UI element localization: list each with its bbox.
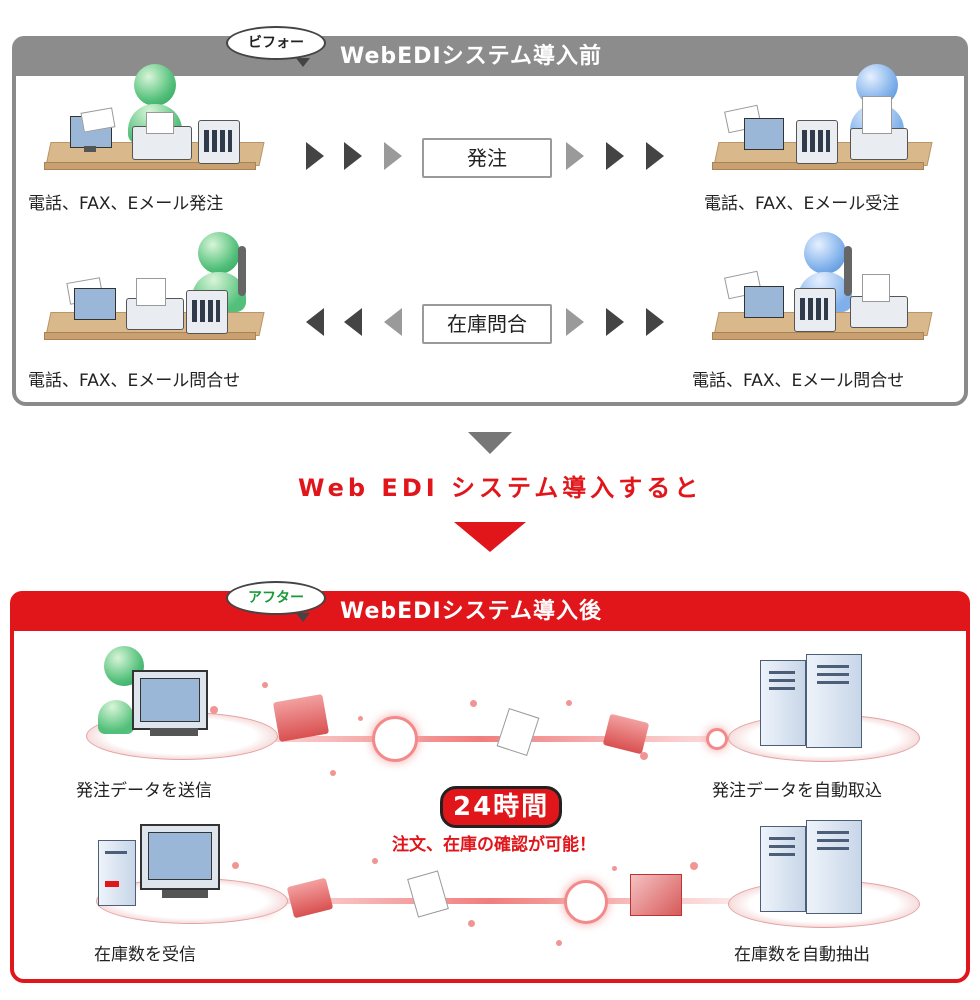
monitor-icon	[744, 118, 784, 150]
arrow-right-icon	[306, 142, 324, 170]
flow-node	[564, 880, 608, 924]
handset-icon	[238, 246, 246, 296]
availability-note: 注文、在庫の確認が可能！	[392, 835, 596, 855]
arrow-right-icon	[646, 308, 664, 336]
down-arrow-grey-icon	[468, 432, 512, 454]
folder-icon	[272, 693, 330, 743]
flow-node	[706, 728, 728, 750]
monitor-icon	[744, 286, 784, 318]
arrow-left-icon	[384, 308, 402, 336]
desk-illustration-top-right	[712, 62, 936, 182]
down-arrow-red-icon	[454, 522, 526, 552]
monitor-icon	[140, 824, 220, 890]
server-icon	[760, 826, 806, 912]
transition-title: Web EDI システム導入すると	[298, 474, 703, 502]
flow-line-bottom	[240, 898, 740, 904]
arrow-left-icon	[306, 308, 324, 336]
arrow-right-icon	[606, 308, 624, 336]
after-title: WebEDIシステム導入後	[340, 599, 602, 624]
arrow-right-icon	[344, 142, 362, 170]
monitor-icon	[132, 670, 208, 730]
keyboard-icon	[150, 728, 198, 736]
caption-after-top-right: 発注データを自動取込	[712, 781, 882, 801]
arrow-right-icon	[606, 142, 624, 170]
server-icon	[760, 660, 806, 746]
caption-after-bottom-right: 在庫数を自動抽出	[734, 945, 870, 965]
caption-after-bottom-left: 在庫数を受信	[94, 945, 196, 965]
handset-icon	[844, 246, 852, 296]
package-icon	[630, 874, 682, 916]
pc-tower-icon	[98, 840, 136, 906]
before-title: WebEDIシステム導入前	[340, 44, 602, 69]
person-icon	[134, 64, 176, 106]
before-header-bar	[12, 36, 968, 76]
person-icon	[804, 232, 846, 274]
person-icon	[198, 232, 240, 274]
desk-illustration-bottom-right	[712, 232, 936, 352]
flow-line-top	[210, 736, 750, 742]
caption-top-left: 電話、FAX、Eメール発注	[28, 194, 224, 214]
flow-label-order: 発注	[422, 138, 552, 178]
after-bubble: アフター	[226, 581, 326, 622]
caption-after-top-left: 発注データを送信	[76, 781, 212, 801]
flow-label-inquiry: 在庫問合	[422, 304, 552, 344]
caption-top-right: 電話、FAX、Eメール受注	[704, 194, 900, 214]
arrow-right-icon	[646, 142, 664, 170]
monitor-icon	[74, 288, 116, 320]
caption-bottom-left: 電話、FAX、Eメール問合せ	[28, 371, 241, 391]
keyboard-icon	[162, 890, 208, 898]
24-hours-badge: 24時間	[440, 786, 563, 828]
desk-illustration-bottom-left	[44, 232, 268, 352]
arrow-right-icon	[384, 142, 402, 170]
after-header-bar	[10, 591, 970, 631]
desk-illustration-top-left	[44, 62, 268, 182]
server-icon	[806, 820, 862, 914]
arrow-right-icon	[566, 142, 584, 170]
caption-bottom-right: 電話、FAX、Eメール問合せ	[692, 371, 905, 391]
arrow-left-icon	[344, 308, 362, 336]
flow-node	[372, 716, 418, 762]
before-bubble: ビフォー	[226, 26, 326, 67]
server-icon	[806, 654, 862, 748]
arrow-right-icon	[566, 308, 584, 336]
